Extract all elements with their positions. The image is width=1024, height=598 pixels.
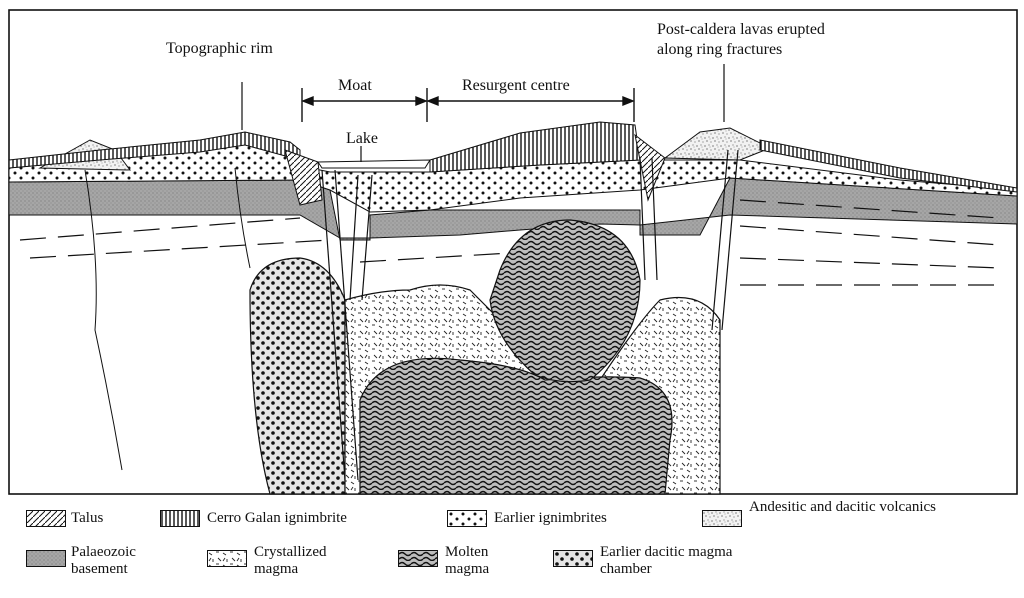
legend-swatch-molten [398,550,438,567]
legend-label-earlier-dacitic: Earlier dacitic magma chamber [600,544,733,577]
legend-label-talus: Talus [71,510,104,526]
lake-label: Lake [346,130,378,147]
legend-swatch-talus [26,510,66,527]
legend-label-andesitic: Andesitic and dacitic volcanics [749,499,937,515]
post-caldera-label-line1: Post-caldera lavas erupted [657,21,825,38]
legend-swatch-earlier-dacitic [553,550,593,567]
legend-label-palaeozoic: Palaeozoic basement [71,544,136,577]
moat-label: Moat [338,77,372,94]
post-caldera-label-line2: along ring fractures [657,41,783,58]
legend-label-crystallized: Crystallized magma [254,544,327,577]
legend-label-cerro-galan: Cerro Galan ignimbrite [207,510,347,526]
legend-swatch-earlier-ignimbrites [447,510,487,527]
legend-swatch-andesitic [702,510,742,527]
legend-swatch-crystallized [207,550,247,567]
legend-swatch-palaeozoic [26,550,66,567]
legend-label-molten: Molten magma [445,544,490,577]
topographic-rim-label: Topographic rim [166,40,273,57]
legend-label-earlier-ignimbrites: Earlier ignimbrites [494,510,607,526]
resurgent-centre-label: Resurgent centre [462,77,570,94]
legend-swatch-cerro-galan [160,510,200,527]
